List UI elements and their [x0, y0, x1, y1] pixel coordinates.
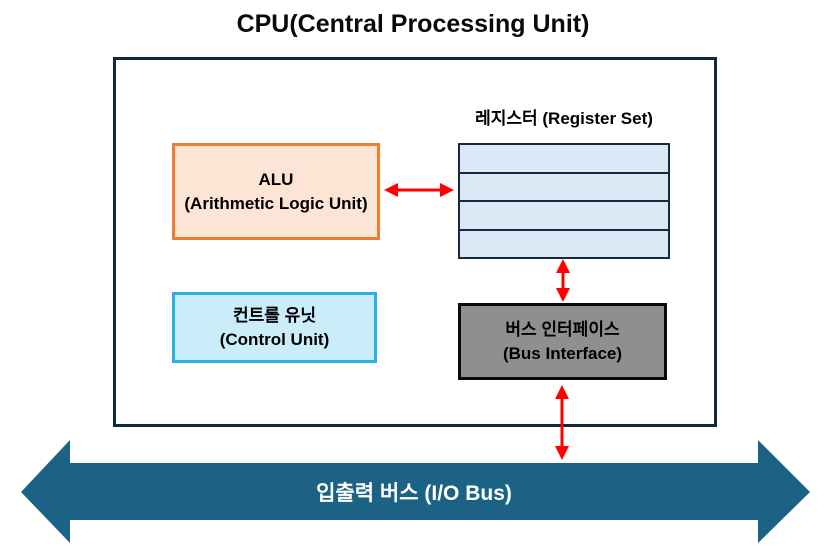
alu-label-line1: ALU: [258, 169, 294, 189]
io-bus-label: 입출력 버스 (I/O Bus): [316, 482, 512, 505]
register-stack: [458, 143, 670, 259]
register-row: [460, 202, 668, 231]
register-row: [460, 230, 668, 257]
bus-interface-label-line2: (Bus Interface): [502, 343, 623, 363]
control-unit-label-line2: (Control Unit): [219, 329, 330, 349]
bus-interface-label-line1: 버스 인터페이스: [505, 319, 620, 339]
page-title: CPU(Central Processing Unit): [236, 10, 590, 38]
register-row: [460, 145, 668, 174]
control-unit-box: 컨트롤 유닛 (Control Unit): [172, 292, 377, 363]
register-row: [460, 173, 668, 202]
alu-label-line2: (Arithmetic Logic Unit): [184, 193, 368, 213]
register-set-label: 레지스터 (Register Set): [475, 109, 653, 128]
alu-box: ALU (Arithmetic Logic Unit): [172, 143, 380, 240]
control-unit-label-line1: 컨트롤 유닛: [233, 305, 316, 325]
bus-interface-box: 버스 인터페이스 (Bus Interface): [458, 303, 667, 380]
